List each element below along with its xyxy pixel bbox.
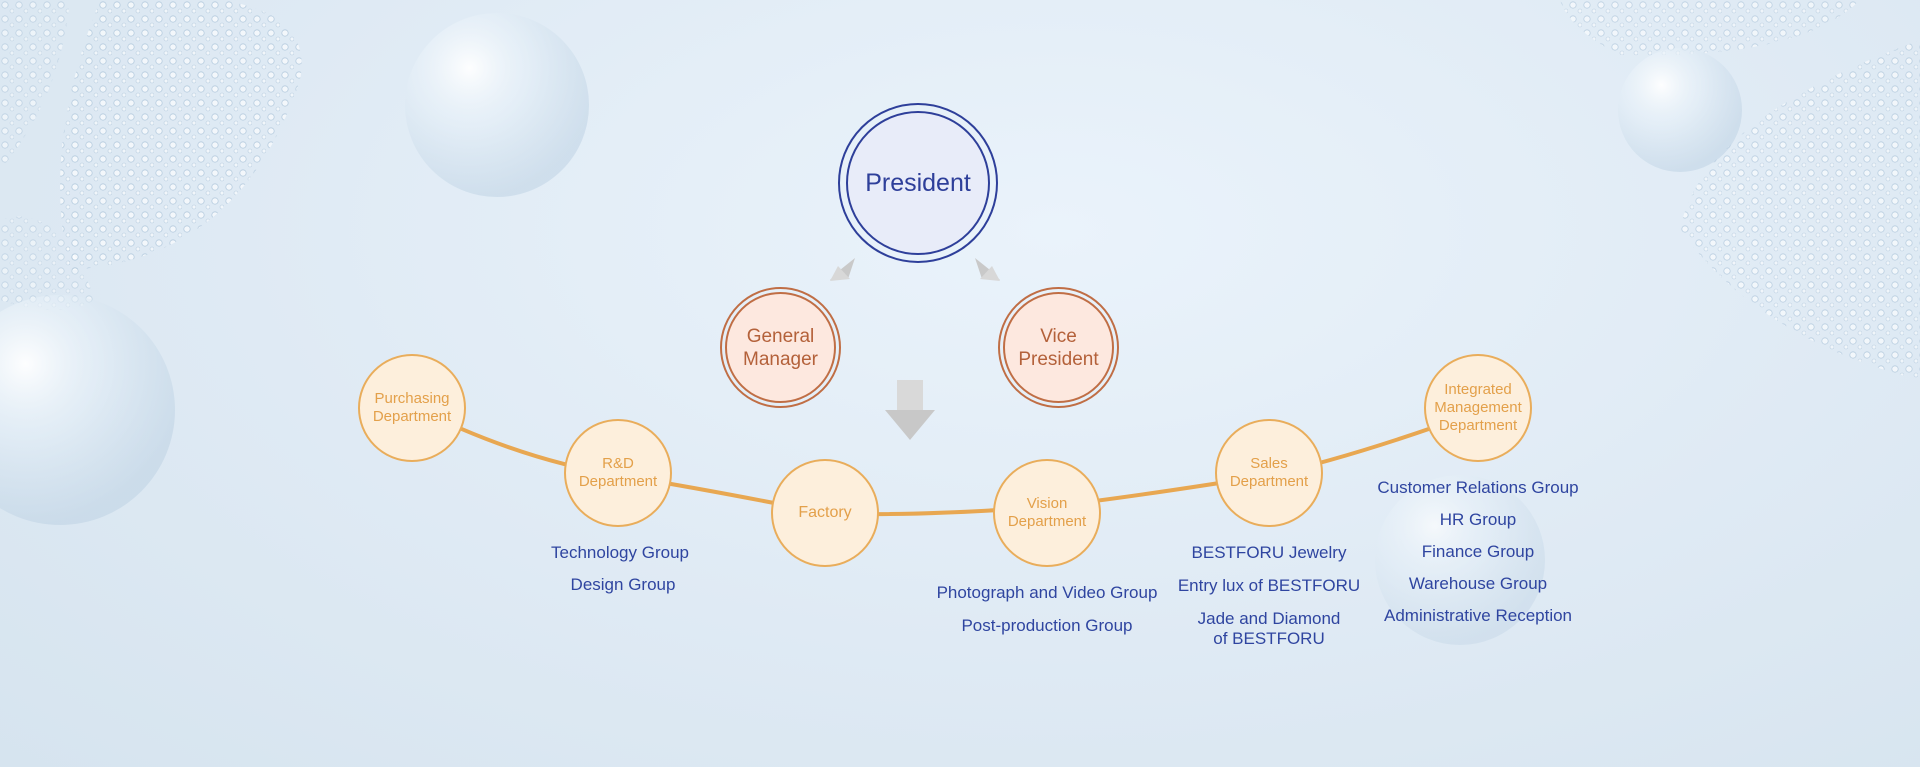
group-item: Warehouse Group bbox=[1408, 574, 1548, 593]
factory-node: Factory bbox=[771, 459, 879, 567]
purchasing-label-line-2: Department bbox=[372, 408, 452, 425]
vision-label-line-2: Department bbox=[1007, 513, 1087, 530]
general-manager-label-line-2: Manager bbox=[743, 348, 818, 370]
purchasing-department-node: Purchasing Department bbox=[358, 354, 466, 462]
vision-department-node: Vision Department bbox=[993, 459, 1101, 567]
group-item: Administrative Reception bbox=[1383, 606, 1573, 625]
vision-groups-list: Photograph and Video Group Post-producti… bbox=[917, 583, 1177, 636]
rnd-groups-list: Technology Group Design Group bbox=[520, 543, 720, 595]
integrated-label-line-2: Management bbox=[1434, 399, 1522, 416]
rnd-label-line-2: Department bbox=[578, 473, 658, 490]
integrated-groups-list: Customer Relations Group HR Group Financ… bbox=[1358, 478, 1598, 626]
sales-groups-list: BESTFORU Jewelry Entry lux of BESTFORU J… bbox=[1159, 543, 1379, 649]
arrow-right-icon bbox=[975, 258, 1000, 281]
integrated-label-line-1: Integrated bbox=[1444, 381, 1512, 398]
group-item: HR Group bbox=[1439, 510, 1517, 529]
integrated-label-line-3: Department bbox=[1438, 417, 1518, 434]
sales-label-line-1: Sales bbox=[1250, 455, 1288, 472]
vice-president-label-line-2: President bbox=[1018, 348, 1099, 370]
arrow-left-icon bbox=[830, 258, 855, 281]
rnd-department-node: R&D Department bbox=[564, 419, 672, 527]
group-item: BESTFORU Jewelry bbox=[1191, 543, 1347, 562]
president-node: President bbox=[838, 103, 998, 263]
group-item: Finance Group bbox=[1421, 542, 1535, 561]
sales-label-line-2: Department bbox=[1229, 473, 1309, 490]
group-item: Design Group bbox=[570, 575, 676, 594]
group-item: Photograph and Video Group bbox=[936, 583, 1158, 602]
integrated-management-department-node: Integrated Management Department bbox=[1424, 354, 1532, 462]
group-item: Customer Relations Group bbox=[1377, 478, 1579, 497]
group-item: Technology Group bbox=[551, 543, 689, 562]
group-item: Post-production Group bbox=[961, 616, 1133, 635]
group-item: Jade and Diamond bbox=[1197, 609, 1341, 628]
group-item: of BESTFORU bbox=[1213, 629, 1325, 648]
vice-president-node: Vice President bbox=[998, 287, 1119, 408]
president-label: President bbox=[846, 111, 990, 255]
general-manager-label-line-1: General bbox=[746, 325, 815, 347]
group-item: Entry lux of BESTFORU bbox=[1177, 576, 1361, 595]
arrow-down-icon bbox=[885, 380, 935, 440]
vice-president-label-line-1: Vice bbox=[1040, 325, 1077, 347]
vision-label-line-1: Vision bbox=[1026, 495, 1068, 512]
sales-department-node: Sales Department bbox=[1215, 419, 1323, 527]
factory-label: Factory bbox=[798, 504, 852, 521]
rnd-label-line-1: R&D bbox=[602, 455, 634, 472]
general-manager-node: General Manager bbox=[720, 287, 841, 408]
purchasing-label-line-1: Purchasing bbox=[374, 390, 450, 407]
